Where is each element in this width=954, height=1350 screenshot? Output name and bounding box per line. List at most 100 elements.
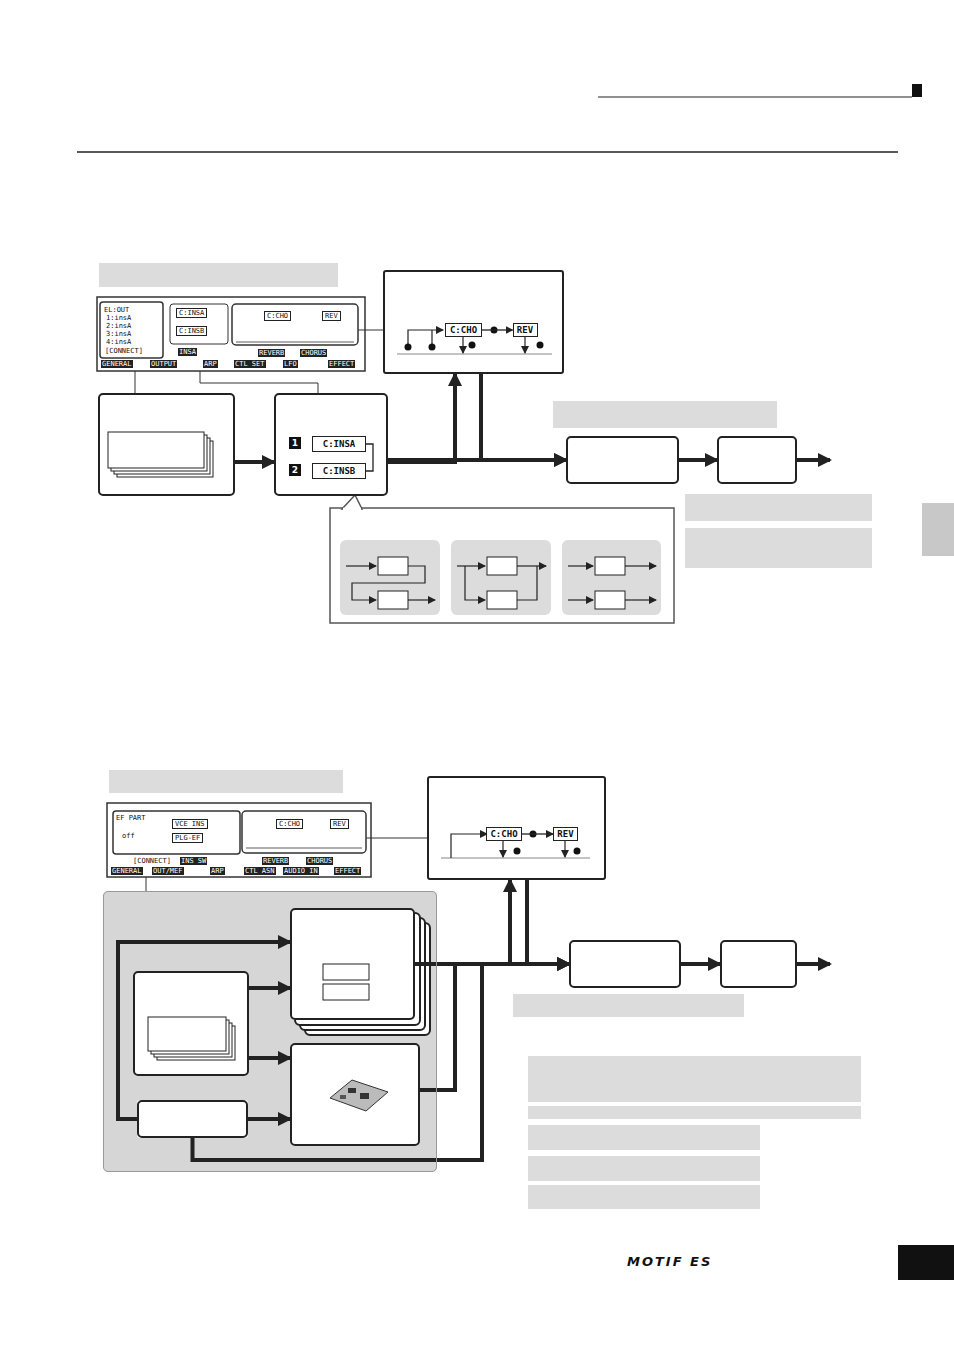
screen-text: PLG-EF (172, 833, 203, 843)
grey-bar (528, 1125, 760, 1150)
screen-text: OUT/MEF (152, 867, 184, 875)
block-label: C:INSA (323, 439, 356, 449)
leader-line (366, 838, 427, 839)
grey-bar (553, 401, 777, 428)
callout-box (408, 599, 435, 600)
leader-line (200, 371, 318, 393)
screen-text: C:CHO (276, 819, 303, 829)
signal-arrow (388, 374, 455, 462)
screen-text: CTL SET (234, 360, 266, 368)
output-arrow (797, 458, 830, 462)
screen-text: EFFECT (328, 360, 355, 368)
screen-text: 2:insA (106, 322, 131, 330)
screen-text: VCE INS (172, 819, 208, 829)
grey-bar (528, 1156, 760, 1181)
callout-box (378, 557, 408, 575)
screen-text: ARP (210, 867, 225, 875)
chorus-block: C:CHO (445, 323, 482, 337)
lcd-screen (100, 302, 163, 358)
screen-text: LFO (283, 360, 298, 368)
knob (429, 344, 436, 351)
signal-arrow (235, 460, 274, 464)
knob (537, 342, 544, 349)
grey-bar (528, 1185, 760, 1209)
callout-box (352, 566, 425, 600)
lcd-screen (232, 304, 358, 345)
grey-bar (513, 994, 744, 1017)
knob (514, 848, 521, 855)
leader-line (146, 877, 147, 891)
screen-text: REV (330, 819, 349, 829)
screen-text: GENERAL (111, 867, 143, 875)
lcd-screen (246, 848, 362, 849)
panel-fill (290, 908, 415, 1020)
signal-arrow (420, 964, 569, 1090)
brand-logo: MOTIF ES (627, 1254, 712, 1269)
screen-text: 1:insA (106, 314, 131, 322)
callout-box (625, 599, 656, 600)
process-box (566, 436, 679, 484)
lcd-screen (107, 803, 371, 877)
signal-arrow (481, 374, 566, 460)
grey-bar (685, 528, 872, 568)
grey-bar (528, 1106, 861, 1119)
page-stack (108, 432, 204, 468)
panel-fill (290, 1043, 420, 1146)
panel-fill (133, 971, 249, 1076)
callout-box (517, 566, 537, 600)
callout-box (457, 565, 485, 566)
screen-text: [CONNECT] (133, 857, 171, 865)
block-label: REV (517, 325, 533, 335)
signal-arrow (248, 1117, 290, 1121)
callout-number: 1 (289, 437, 301, 449)
callout-box (568, 565, 593, 566)
screen-text: EL:OUT (104, 306, 129, 314)
process-box (569, 940, 681, 988)
screen-text: 3:insA (106, 330, 131, 338)
page-rules (598, 97, 912, 98)
page-rules (912, 84, 922, 97)
callout-box (343, 508, 361, 511)
panel-fill (323, 964, 369, 980)
effect-zoom: C:CHO REV (427, 776, 606, 880)
plugin-board (360, 1093, 369, 1099)
block-label: REV (557, 829, 573, 839)
callout-box (451, 540, 551, 615)
reverb-block: REV (513, 323, 538, 337)
callout-box (562, 540, 661, 615)
zoom-wiring (408, 330, 443, 345)
element-box (98, 393, 235, 496)
knob (574, 848, 581, 855)
page-rules (77, 84, 954, 1280)
signal-arrow (679, 458, 717, 462)
block-label: C:INSB (323, 466, 356, 476)
part-box (290, 908, 415, 1020)
signal-arrow (522, 833, 553, 834)
plugin-board (340, 1095, 346, 1099)
page-stack (108, 432, 235, 1060)
chorus-block: C:CHO (486, 827, 522, 841)
knob (469, 342, 476, 349)
screen-text: EFFECT (334, 867, 361, 875)
screen-text: AUDIO IN (283, 867, 319, 875)
reverb-block: REV (553, 827, 578, 841)
block-label: C:CHO (450, 325, 477, 335)
zoom-wiring (502, 841, 503, 857)
output-box (720, 940, 797, 988)
callout-box (595, 591, 625, 609)
callout-box (517, 565, 546, 566)
grey-bar (99, 263, 338, 287)
screen-text: 4:insA (106, 338, 131, 346)
callout-box (346, 566, 656, 600)
signal-arrow (366, 444, 373, 471)
panel-fill (137, 1100, 248, 1138)
lcd-screen (242, 811, 366, 853)
leader-line (135, 371, 136, 393)
panel-fill (103, 891, 437, 1172)
callout-box (625, 565, 656, 566)
callout-box (487, 557, 517, 575)
grey-bar (685, 494, 872, 521)
